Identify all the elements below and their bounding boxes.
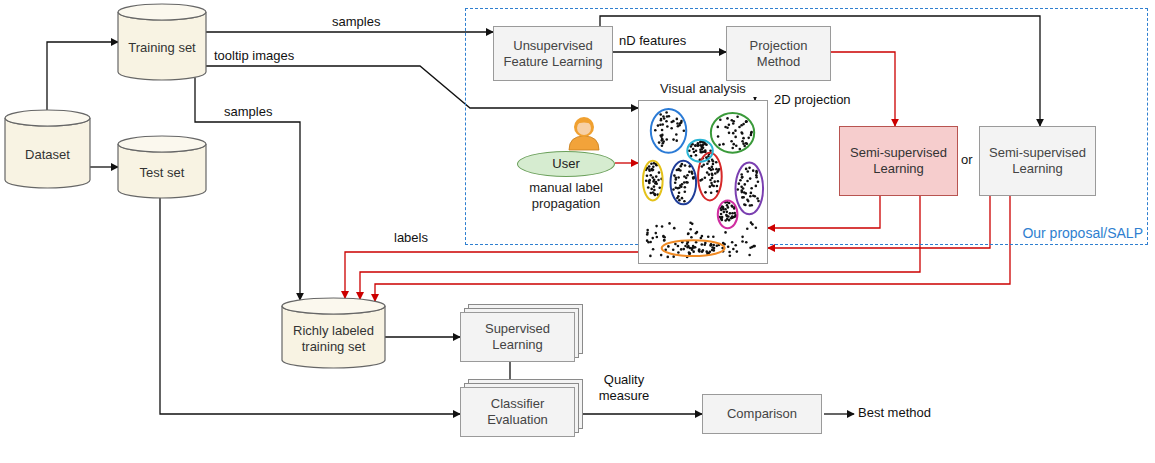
- node-label: Comparison: [727, 406, 797, 422]
- node-label: Test set: [140, 165, 185, 181]
- stacked-process-box: Supervised Learning: [460, 312, 575, 362]
- node-label: Projection Method: [731, 38, 826, 69]
- node-label: manual label propagation: [517, 180, 615, 211]
- user-icon: [569, 117, 599, 150]
- node-label: Dataset: [25, 147, 70, 163]
- stacked-process-box: Classifier Evaluation: [460, 387, 575, 437]
- connector-arrow: [206, 31, 493, 32]
- connector-arrow: [768, 196, 880, 228]
- connector-arrow: [47, 42, 118, 110]
- connector-arrow: [768, 196, 990, 248]
- scatter-plot: [639, 101, 767, 263]
- connector-arrow: [195, 77, 300, 300]
- proposal-region: Our proposal/SALP Unsupervised Feature Le…: [465, 8, 1148, 245]
- connector-arrow: [615, 162, 638, 163]
- database-cylinder: Dataset: [5, 110, 90, 188]
- process-box: Comparison: [702, 394, 822, 434]
- highlighted-process-box: Semi-supervised Learning: [839, 126, 958, 196]
- edge-label: nD features: [617, 33, 688, 49]
- connector-arrow: [160, 198, 460, 414]
- user-ellipse: User: [517, 151, 615, 177]
- connector-arrow: [831, 52, 895, 126]
- node-label: Training set: [128, 40, 195, 56]
- edge-label: Quality measure: [590, 372, 658, 403]
- user-node: User manual label propagation: [517, 151, 615, 213]
- connector-arrow: [385, 336, 460, 337]
- edge-label: samples: [330, 14, 382, 30]
- process-box: Projection Method: [726, 26, 831, 81]
- process-box: Unsupervised Feature Learning: [493, 26, 613, 81]
- database-cylinder: Test set: [118, 136, 206, 198]
- process-box: Semi-supervised Learning: [979, 126, 1096, 196]
- output-arrow: [824, 413, 854, 414]
- scatter-image: [638, 100, 768, 264]
- node-label: Unsupervised Feature Learning: [498, 38, 608, 69]
- database-cylinder: Richly labeled training set: [282, 298, 385, 368]
- scatter-view: Visual analysis: [638, 81, 768, 264]
- node-label: Visual analysis: [638, 81, 768, 97]
- annotation: Best method: [858, 405, 931, 421]
- connector-arrow: [509, 362, 510, 387]
- node-label: Classifier Evaluation: [465, 396, 570, 427]
- edge-label: labels: [392, 230, 430, 246]
- node-label: Supervised Learning: [465, 321, 570, 352]
- node-label: Semi-supervised Learning: [984, 145, 1091, 176]
- node-label: Richly labeled training set: [287, 323, 380, 354]
- edge-label: tooltip images: [212, 48, 296, 64]
- edge-label: 2D projection: [772, 92, 853, 108]
- database-cylinder: Training set: [118, 4, 206, 80]
- connector-arrow: [90, 166, 118, 167]
- connector-arrow: [575, 413, 702, 414]
- node-label: User: [552, 156, 579, 172]
- connector-arrow: [345, 252, 638, 298]
- edge-label: samples: [222, 104, 274, 120]
- node-label: Semi-supervised Learning: [844, 145, 953, 176]
- connector-arrow: [613, 51, 726, 52]
- node-label: Our proposal/SALP: [1022, 225, 1143, 242]
- annotation: or: [961, 152, 973, 168]
